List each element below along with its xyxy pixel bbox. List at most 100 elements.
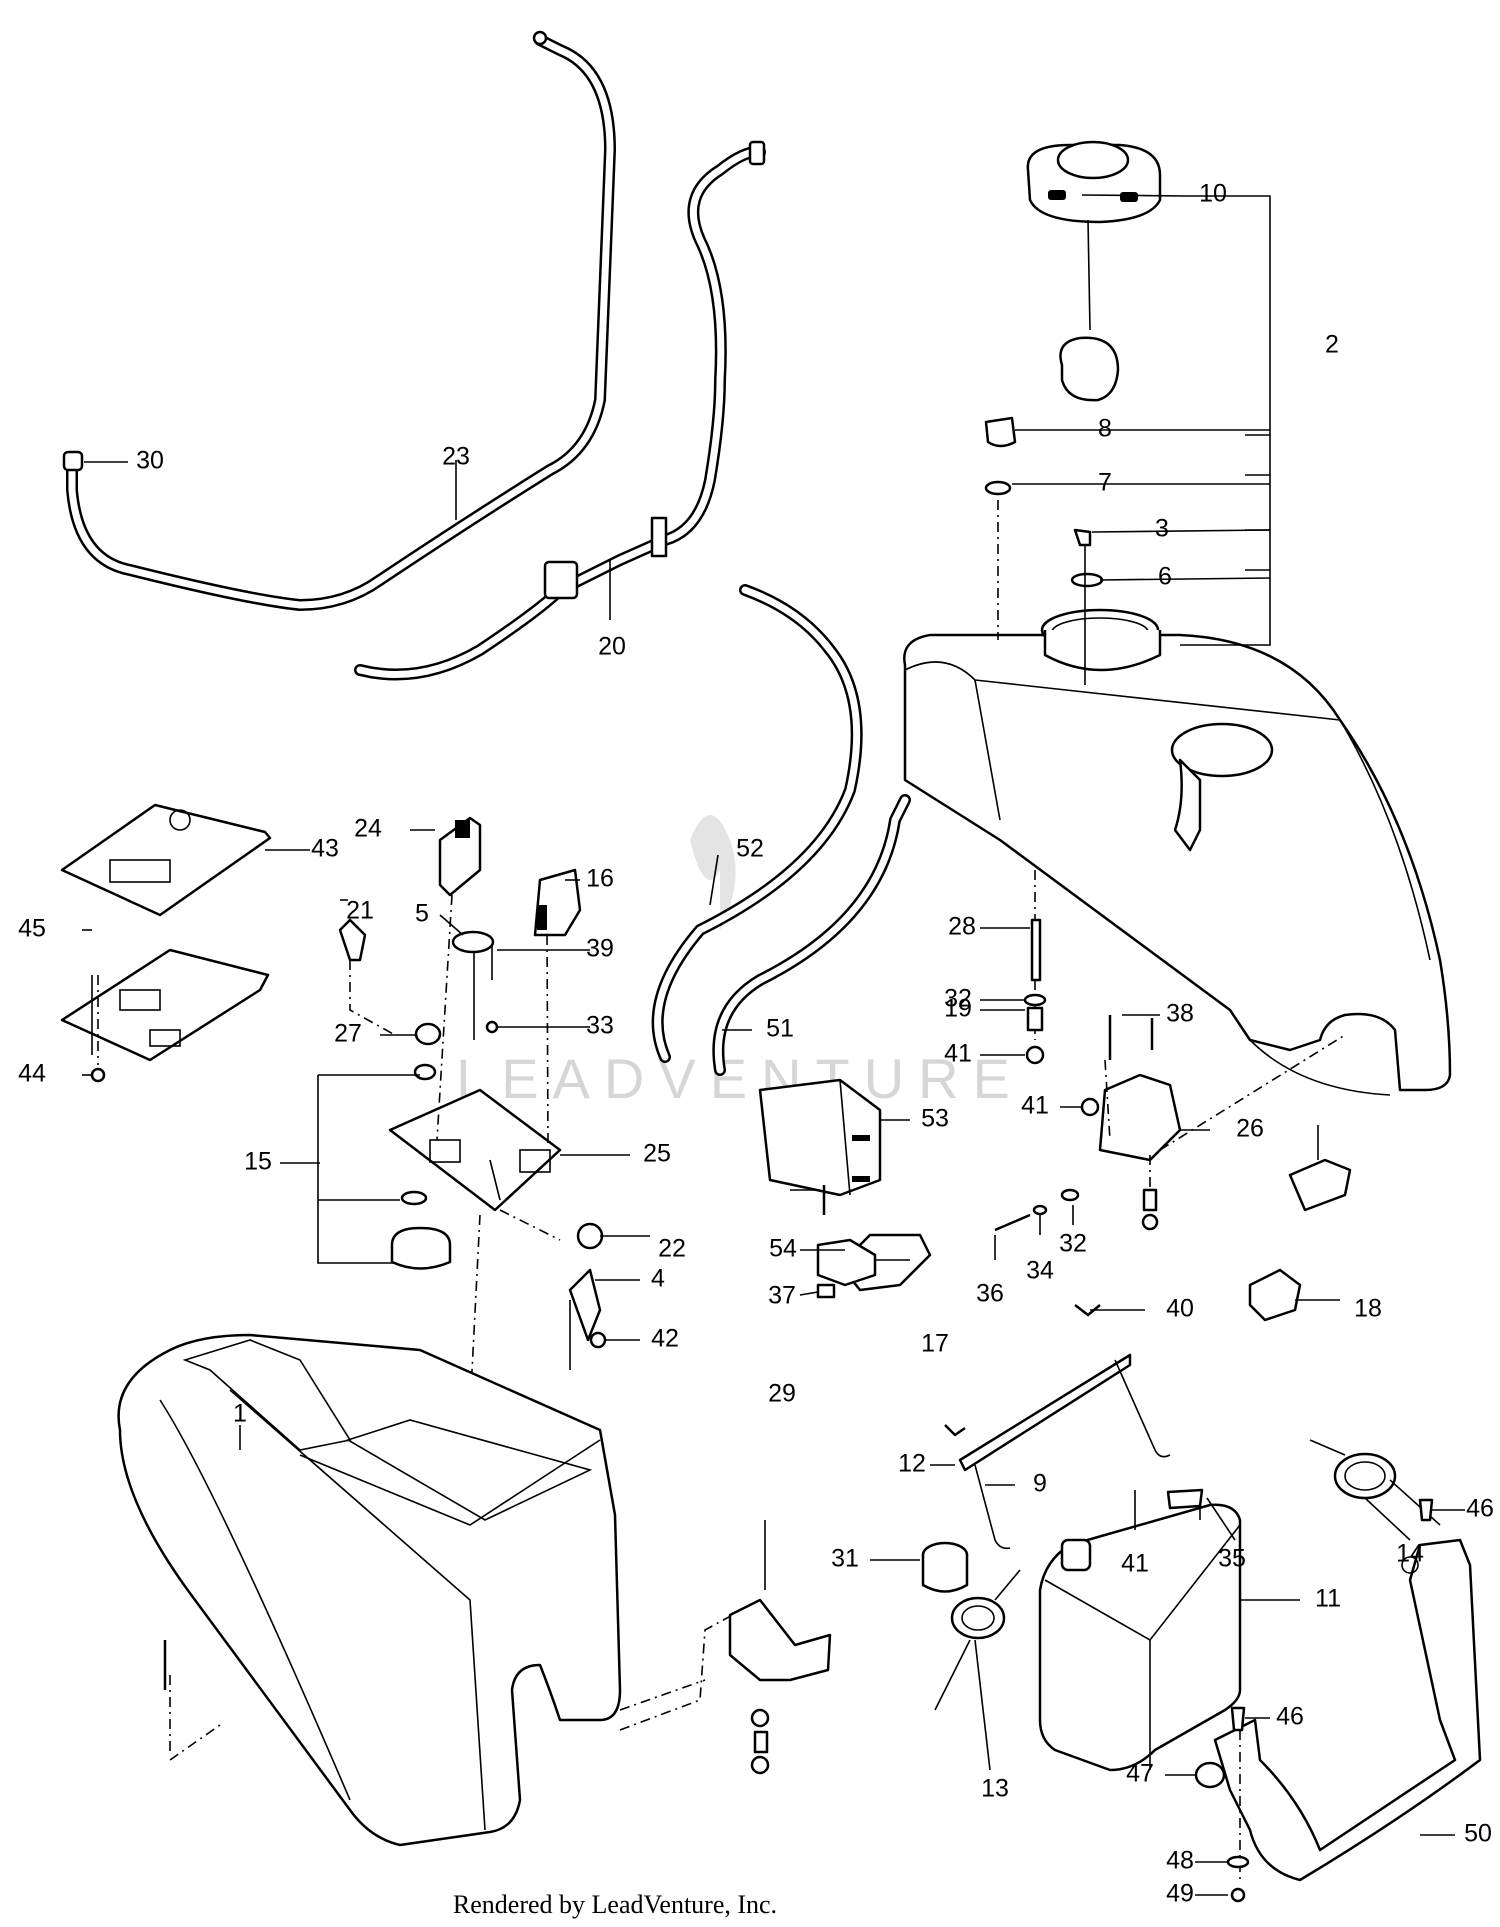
callout-17: 17 <box>921 1330 949 1358</box>
callout-19: 19 <box>944 995 972 1023</box>
nut-29 <box>816 1283 836 1299</box>
battery-tray-50 <box>1213 1538 1482 1882</box>
callout-44: 44 <box>18 1060 46 1088</box>
grommet-47 <box>1194 1761 1226 1789</box>
callout-34: 34 <box>1026 1257 1054 1285</box>
callout-30: 30 <box>136 447 164 475</box>
knob-5 <box>451 930 495 1040</box>
watermark: LEADVENTURE <box>456 815 1024 1110</box>
hose-51 <box>712 794 911 1076</box>
callout-29: 29 <box>768 1380 796 1408</box>
hose-clip <box>532 30 548 46</box>
washer-15b <box>400 1190 428 1206</box>
terminal-35 <box>1166 1488 1204 1510</box>
callout-22: 22 <box>658 1235 686 1263</box>
callout-4: 4 <box>651 1265 665 1293</box>
callout-36: 36 <box>976 1280 1004 1308</box>
nut-console <box>750 1755 770 1775</box>
washer-32 <box>1023 993 1047 1007</box>
bolt-36 <box>994 1213 1031 1232</box>
spring-console <box>753 1730 769 1754</box>
callout-41b: 41 <box>1021 1092 1049 1120</box>
callout-47: 47 <box>1126 1760 1154 1788</box>
key-21 <box>338 918 367 962</box>
hose-52 <box>651 584 863 1063</box>
callout-52: 52 <box>736 835 764 863</box>
callout-35: 35 <box>1218 1545 1246 1573</box>
pin-25 <box>489 1159 501 1201</box>
washer-7 <box>984 480 1012 496</box>
connector-upper <box>1288 1125 1352 1212</box>
callout-37: 37 <box>768 1282 796 1310</box>
callout-1: 1 <box>233 1400 247 1428</box>
callout-24: 24 <box>354 815 382 843</box>
dash-22 <box>499 1209 561 1241</box>
bracket-26 <box>1098 1073 1182 1162</box>
switch-15 <box>390 1226 452 1270</box>
callout-14: 14 <box>1396 1540 1424 1568</box>
dash-24 <box>436 894 453 1141</box>
callout-26: 26 <box>1236 1115 1264 1143</box>
plate-25 <box>388 1088 562 1212</box>
washer-33 <box>485 1020 499 1034</box>
part-8 <box>984 416 1017 448</box>
bushing-27 <box>414 1022 442 1046</box>
spring-19 <box>1026 1006 1044 1032</box>
callout-41c: 41 <box>1121 1550 1149 1578</box>
callout-46b: 46 <box>1276 1703 1304 1731</box>
callout-43: 43 <box>311 835 339 863</box>
callout-46a: 46 <box>1466 1495 1494 1523</box>
plate-43 <box>60 803 272 917</box>
nut-41b <box>1080 1097 1100 1117</box>
callout-54: 54 <box>769 1235 797 1263</box>
washer-32b <box>1060 1188 1080 1202</box>
dash-21 <box>349 960 396 1036</box>
callout-23: 23 <box>442 443 470 471</box>
connector-18 <box>1248 1268 1302 1322</box>
hose-20 <box>354 140 766 681</box>
ignition-16 <box>533 868 582 937</box>
callout-13: 13 <box>981 1775 1009 1803</box>
callout-49: 49 <box>1166 1880 1194 1908</box>
callout-48: 48 <box>1166 1847 1194 1875</box>
dash-console-2 <box>169 1724 221 1761</box>
callout-7: 7 <box>1098 469 1112 497</box>
fuel-tank <box>903 608 1452 1096</box>
callout-5: 5 <box>415 900 429 928</box>
callout-39: 39 <box>586 935 614 963</box>
callout-20: 20 <box>598 633 626 661</box>
callout-11: 11 <box>1315 1585 1341 1613</box>
console <box>117 1333 622 1847</box>
fitting-30 <box>62 450 84 472</box>
dash-console-3 <box>619 1679 706 1711</box>
callout-3: 3 <box>1155 515 1169 543</box>
fuel-pickup-3-6 <box>1070 528 1104 685</box>
hose-23 <box>66 34 616 611</box>
pin-28 <box>1030 918 1042 982</box>
battery-11 <box>1038 1503 1242 1772</box>
callout-40: 40 <box>1166 1295 1194 1323</box>
callout-27: 27 <box>334 1020 362 1048</box>
fuel-cap <box>1026 140 1162 224</box>
callout-18: 18 <box>1354 1295 1382 1323</box>
washer-48 <box>1226 1855 1250 1869</box>
callout-50: 50 <box>1464 1820 1492 1848</box>
callout-42: 42 <box>651 1325 679 1353</box>
console-bracket <box>728 1520 832 1682</box>
watermark-text: LEADVENTURE <box>456 1047 1024 1110</box>
nut-26 <box>1141 1213 1159 1231</box>
spring-26 <box>1142 1188 1158 1212</box>
nut-42 <box>589 1331 607 1349</box>
cap-gasket <box>1059 219 1120 402</box>
callout-38: 38 <box>1166 1000 1194 1028</box>
callout-9: 9 <box>1033 1470 1047 1498</box>
switch-24 <box>438 816 482 897</box>
callout-21: 21 <box>346 897 374 925</box>
fuel-filter-53 <box>758 1078 882 1197</box>
callout-25: 25 <box>643 1140 671 1168</box>
callout-6: 6 <box>1158 563 1172 591</box>
callout-33: 33 <box>586 1012 614 1040</box>
callout-31: 31 <box>831 1545 859 1573</box>
callout-2: 2 <box>1325 331 1339 359</box>
